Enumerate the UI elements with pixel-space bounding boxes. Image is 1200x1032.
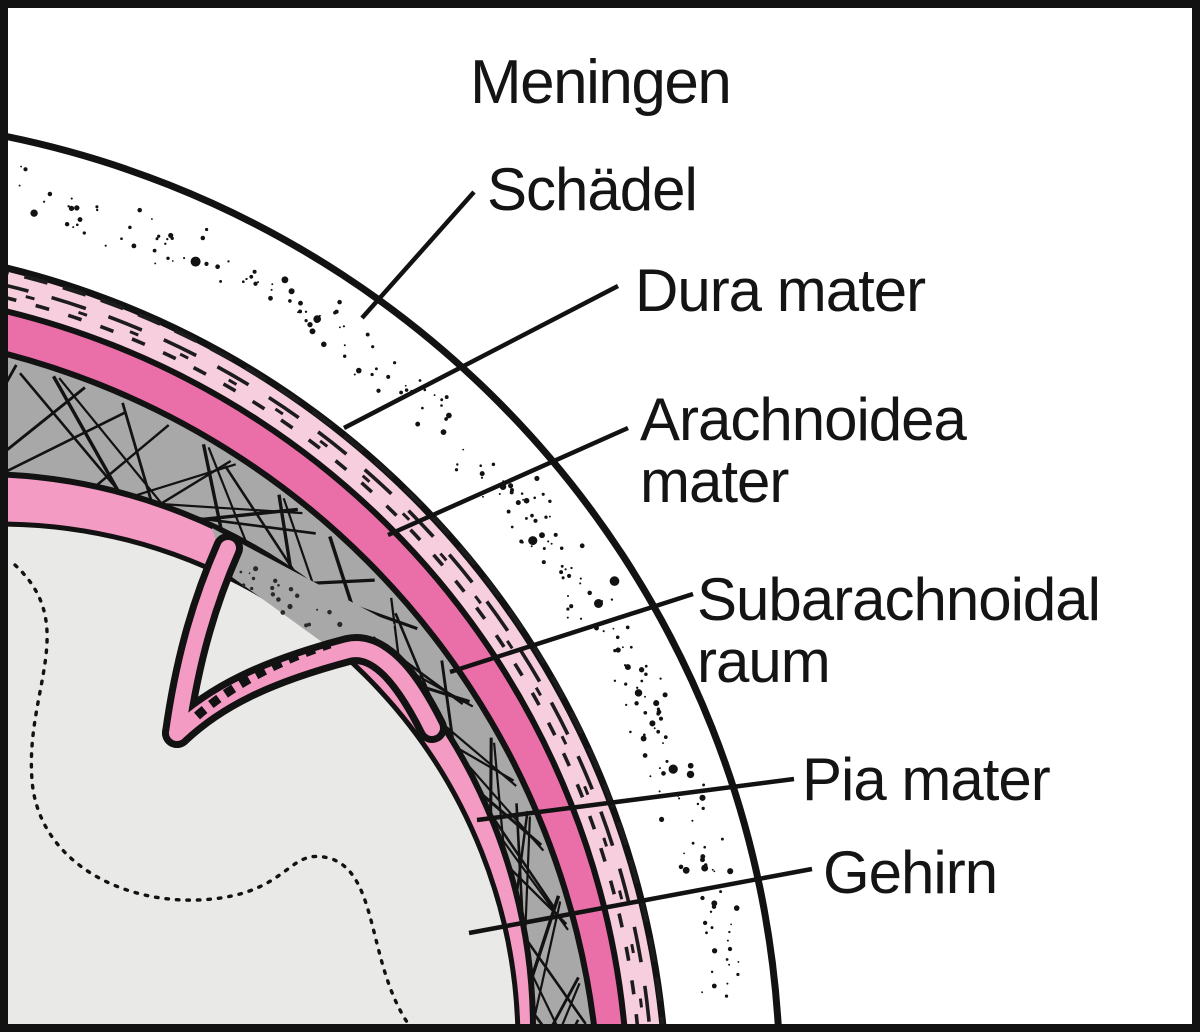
leader-lines	[342, 190, 813, 936]
leader-subarachnoidalraum	[449, 591, 694, 675]
sulcus-infolding	[162, 528, 447, 748]
leader-schaedel	[360, 190, 476, 320]
page-title: Meningen	[470, 48, 732, 117]
skull-stipple-texture	[18, 165, 740, 998]
leader-gehirn	[468, 866, 813, 936]
leader-arachnoidea-mater	[387, 425, 629, 538]
label-dura-mater: Dura mater	[635, 257, 926, 324]
sulcus-cleft-line	[194, 639, 332, 720]
label-gehirn: Gehirn	[823, 839, 998, 906]
brain-region	[8, 521, 521, 1024]
label-schaedel: Schädel	[487, 156, 698, 223]
leader-pia-mater	[476, 776, 795, 823]
label-pia-mater: Pia mater	[802, 746, 1051, 813]
sulcus-funnel	[212, 528, 395, 655]
leader-dura-mater	[342, 284, 620, 430]
brain-gyrus-dotted-line	[13, 563, 409, 1024]
